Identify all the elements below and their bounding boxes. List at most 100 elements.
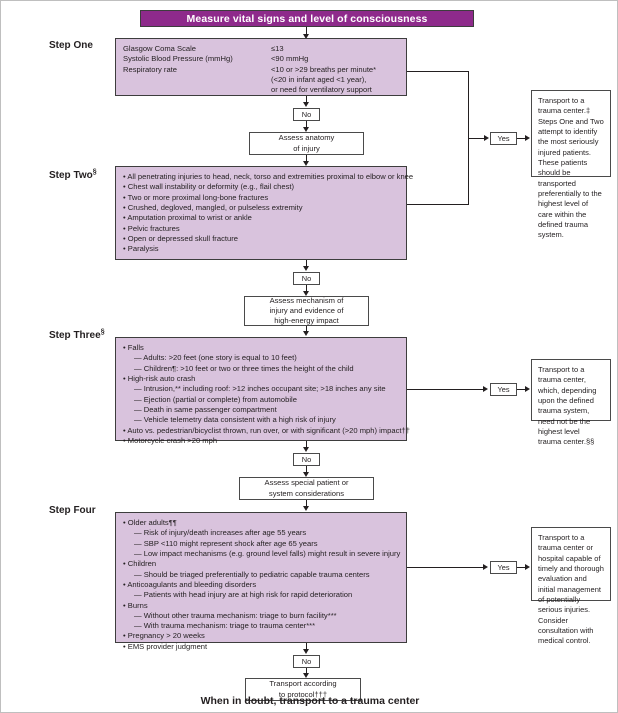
- criteria-item: • Open or depressed skull fracture: [123, 233, 238, 243]
- transport-box-step3: Transport to a trauma center, which, dep…: [531, 359, 611, 446]
- connector-yes1-h: [468, 138, 485, 140]
- assess-anatomy-box: Assess anatomy of injury: [249, 132, 364, 155]
- connector-step4-yes-h: [407, 567, 484, 569]
- arrow-banner-step1: [303, 34, 309, 39]
- decision-no-step4: No: [293, 655, 320, 668]
- decision-no-step1: No: [293, 108, 320, 121]
- arrow-no2-assess: [303, 291, 309, 296]
- criteria-item: • Auto vs. pedestrian/bicyclist thrown, …: [123, 425, 410, 435]
- arrow-no1-assess: [303, 127, 309, 132]
- connector-banner-step1: [306, 27, 308, 36]
- arrow-yes1-chip: [484, 135, 489, 141]
- criteria-item: • Older adults¶¶: [123, 518, 177, 527]
- criterion-value: (<20 in infant aged <1 year),: [271, 74, 367, 84]
- criteria-subitem: — Risk of injury/death increases after a…: [134, 528, 307, 538]
- criteria-item: • Pregnancy > 20 weeks: [123, 631, 205, 641]
- arrow-step4-no: [303, 649, 309, 654]
- connector-step3-no-top: [306, 441, 308, 450]
- assess-mechanism-box: Assess mechanism of injury and evidence …: [244, 296, 369, 326]
- assess-special-box: Assess special patient or system conside…: [239, 477, 374, 500]
- connector-anatomy-step2: [306, 155, 308, 164]
- step-four-label: Step Four: [49, 505, 96, 516]
- criteria-item: • Falls: [123, 343, 144, 352]
- arrow-yes3-transport: [525, 386, 530, 392]
- connector-yes3-transport-h: [517, 389, 527, 391]
- criteria-subitem: — SBP <110 might represent shock after a…: [134, 538, 318, 548]
- step-two-label: Step Two§: [49, 168, 97, 181]
- criteria-subitem: — Vehicle telemetry data consistent with…: [134, 415, 336, 425]
- criteria-item: • Crushed, degloved, mangled, or pulsele…: [123, 202, 303, 212]
- arrow-step1-no: [303, 102, 309, 107]
- criterion-value: <10 or >29 breaths per minute*: [271, 64, 377, 74]
- criteria-subitem: — Children¶: >10 feet or two or three ti…: [134, 363, 354, 373]
- step-three-label: Step Three§: [49, 328, 105, 341]
- criteria-item: • Burns: [123, 600, 148, 610]
- connector-step4-no-top: [306, 643, 308, 652]
- arrow-step2-no: [303, 266, 309, 271]
- criteria-item: • EMS provider judgment: [123, 641, 208, 651]
- arrow-no4-protocol: [303, 673, 309, 678]
- criteria-subitem: — Patients with head injury are at high …: [134, 590, 353, 600]
- connector-step3-yes-h: [407, 389, 484, 391]
- criteria-item: • Anticoagulants and bleeding disorders: [123, 579, 257, 589]
- criteria-item: • Pelvic fractures: [123, 223, 180, 233]
- connector-no4-protocol: [306, 668, 308, 676]
- decision-yes-step12: Yes: [490, 132, 517, 145]
- step-one-criteria-box: Glasgow Coma Scale ≤13 Systolic Blood Pr…: [115, 38, 407, 96]
- arrow-yes4-chip: [483, 564, 488, 570]
- criteria-item: • Motorcycle crash >20 mph: [123, 435, 218, 445]
- arrow-mechanism-step3: [303, 331, 309, 336]
- transport-protocol-box: Transport according to protocol†††: [245, 678, 361, 701]
- criteria-item: • Children: [123, 559, 157, 569]
- arrow-yes4-transport: [525, 564, 530, 570]
- arrow-no3-assess: [303, 472, 309, 477]
- criterion-name: Respiratory rate: [123, 64, 178, 74]
- connector-mechanism-step3: [306, 326, 308, 334]
- step-three-criteria-box: • Falls — Adults: >20 feet (one story is…: [115, 337, 410, 445]
- criterion-value: ≤13: [271, 44, 284, 53]
- criteria-subitem: — Should be triaged preferentially to pe…: [134, 569, 370, 579]
- criteria-subitem: — Without other trauma mechanism: triage…: [134, 610, 337, 620]
- transport-box-step12: Transport to a trauma center.‡ Steps One…: [531, 90, 611, 239]
- arrow-anatomy-step2: [303, 161, 309, 166]
- transport-box-step4: Transport to a trauma center or hospital…: [531, 527, 611, 645]
- criterion-name: Glasgow Coma Scale: [123, 44, 197, 53]
- connector-no1-assess: [306, 121, 308, 130]
- connector-step2-yes-h: [407, 204, 469, 206]
- decision-no-step2: No: [293, 272, 320, 285]
- criterion-name: [123, 75, 271, 85]
- criteria-subitem: — Death in same passenger compartment: [134, 404, 277, 414]
- decision-no-step3: No: [293, 453, 320, 466]
- footer-note: When in doubt, transport to a trauma cen…: [200, 695, 420, 707]
- step-two-criteria-box: • All penetrating injuries to head, neck…: [115, 166, 414, 260]
- header-banner-title: Measure vital signs and level of conscio…: [186, 12, 428, 25]
- arrow-yes3-chip: [483, 386, 488, 392]
- criterion-name: Systolic Blood Pressure (mmHg): [123, 54, 233, 64]
- criterion-name: [123, 85, 271, 95]
- step-four-criteria-box: • Older adults¶¶ — Risk of injury/death …: [115, 512, 407, 651]
- arrow-step3-no: [303, 447, 309, 452]
- arrow-yes1-transport: [525, 135, 530, 141]
- connector-step2-no-top: [306, 260, 308, 269]
- connector-step1-yes-v: [468, 71, 470, 138]
- connector-yes4-transport-h: [517, 567, 527, 569]
- criterion-value: or need for ventilatory support: [271, 85, 372, 95]
- criteria-item: • Amputation proximal to wrist or ankle: [123, 213, 252, 223]
- connector-no2-assess: [306, 285, 308, 294]
- criteria-item: • Chest wall instability or deformity (e…: [123, 182, 295, 192]
- criteria-subitem: — With trauma mechanism: triage to traum…: [134, 621, 316, 631]
- connector-yes1-transport-h: [517, 138, 527, 140]
- decision-yes-step4: Yes: [490, 561, 517, 574]
- criteria-item: • Two or more proximal long-bone fractur…: [123, 192, 269, 202]
- criteria-item: • All penetrating injuries to head, neck…: [123, 172, 414, 181]
- criteria-item: • Paralysis: [123, 244, 159, 254]
- connector-step1-no-top: [306, 96, 308, 105]
- criteria-subitem: — Adults: >20 feet (one story is equal t…: [134, 353, 297, 363]
- arrow-special-step4: [303, 506, 309, 511]
- connector-step2-yes-v: [468, 138, 470, 205]
- step-one-label: Step One: [49, 40, 93, 51]
- decision-yes-step3: Yes: [490, 383, 517, 396]
- criteria-subitem: — Ejection (partial or complete) from au…: [134, 394, 297, 404]
- criteria-item: • High-risk auto crash: [123, 373, 196, 383]
